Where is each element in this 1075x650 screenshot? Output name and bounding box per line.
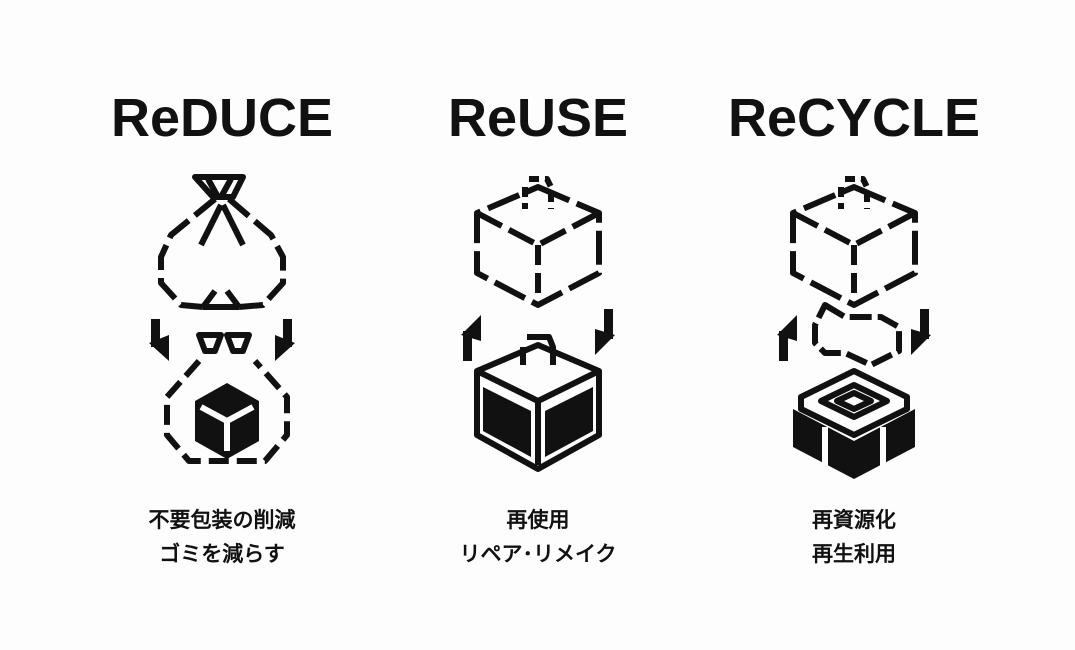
caption-line: 再資源化 xyxy=(812,508,896,532)
panel-title: ReDUCE xyxy=(110,88,334,148)
panel-title: ReUSE xyxy=(447,88,629,148)
panel-reduce: ReDUCE xyxy=(43,0,401,650)
caption-line: 再使用 xyxy=(506,508,570,532)
caption-line: 再生利用 xyxy=(812,542,896,566)
caption-line: ゴミを減らす xyxy=(159,542,285,566)
caption-line: 不要包装の削減 xyxy=(148,508,296,532)
box-recycle-icon xyxy=(777,176,931,479)
box-reuse-icon xyxy=(461,176,615,472)
trash-bag-to-compact-bag-icon xyxy=(149,174,295,464)
panel-caption: 不要包装の削減 ゴミを減らす xyxy=(43,503,401,571)
panel-title: ReCYCLE xyxy=(727,88,981,148)
panel-caption: 再使用 リペア･リメイク xyxy=(359,503,717,571)
caption-line: リペア･リメイク xyxy=(459,542,617,566)
panel-caption: 再資源化 再生利用 xyxy=(675,503,1033,571)
panel-reuse: ReUSE 再使用 リペア･リメイク xyxy=(359,0,717,650)
panel-recycle: ReCYCLE 再資源化 xyxy=(675,0,1033,650)
